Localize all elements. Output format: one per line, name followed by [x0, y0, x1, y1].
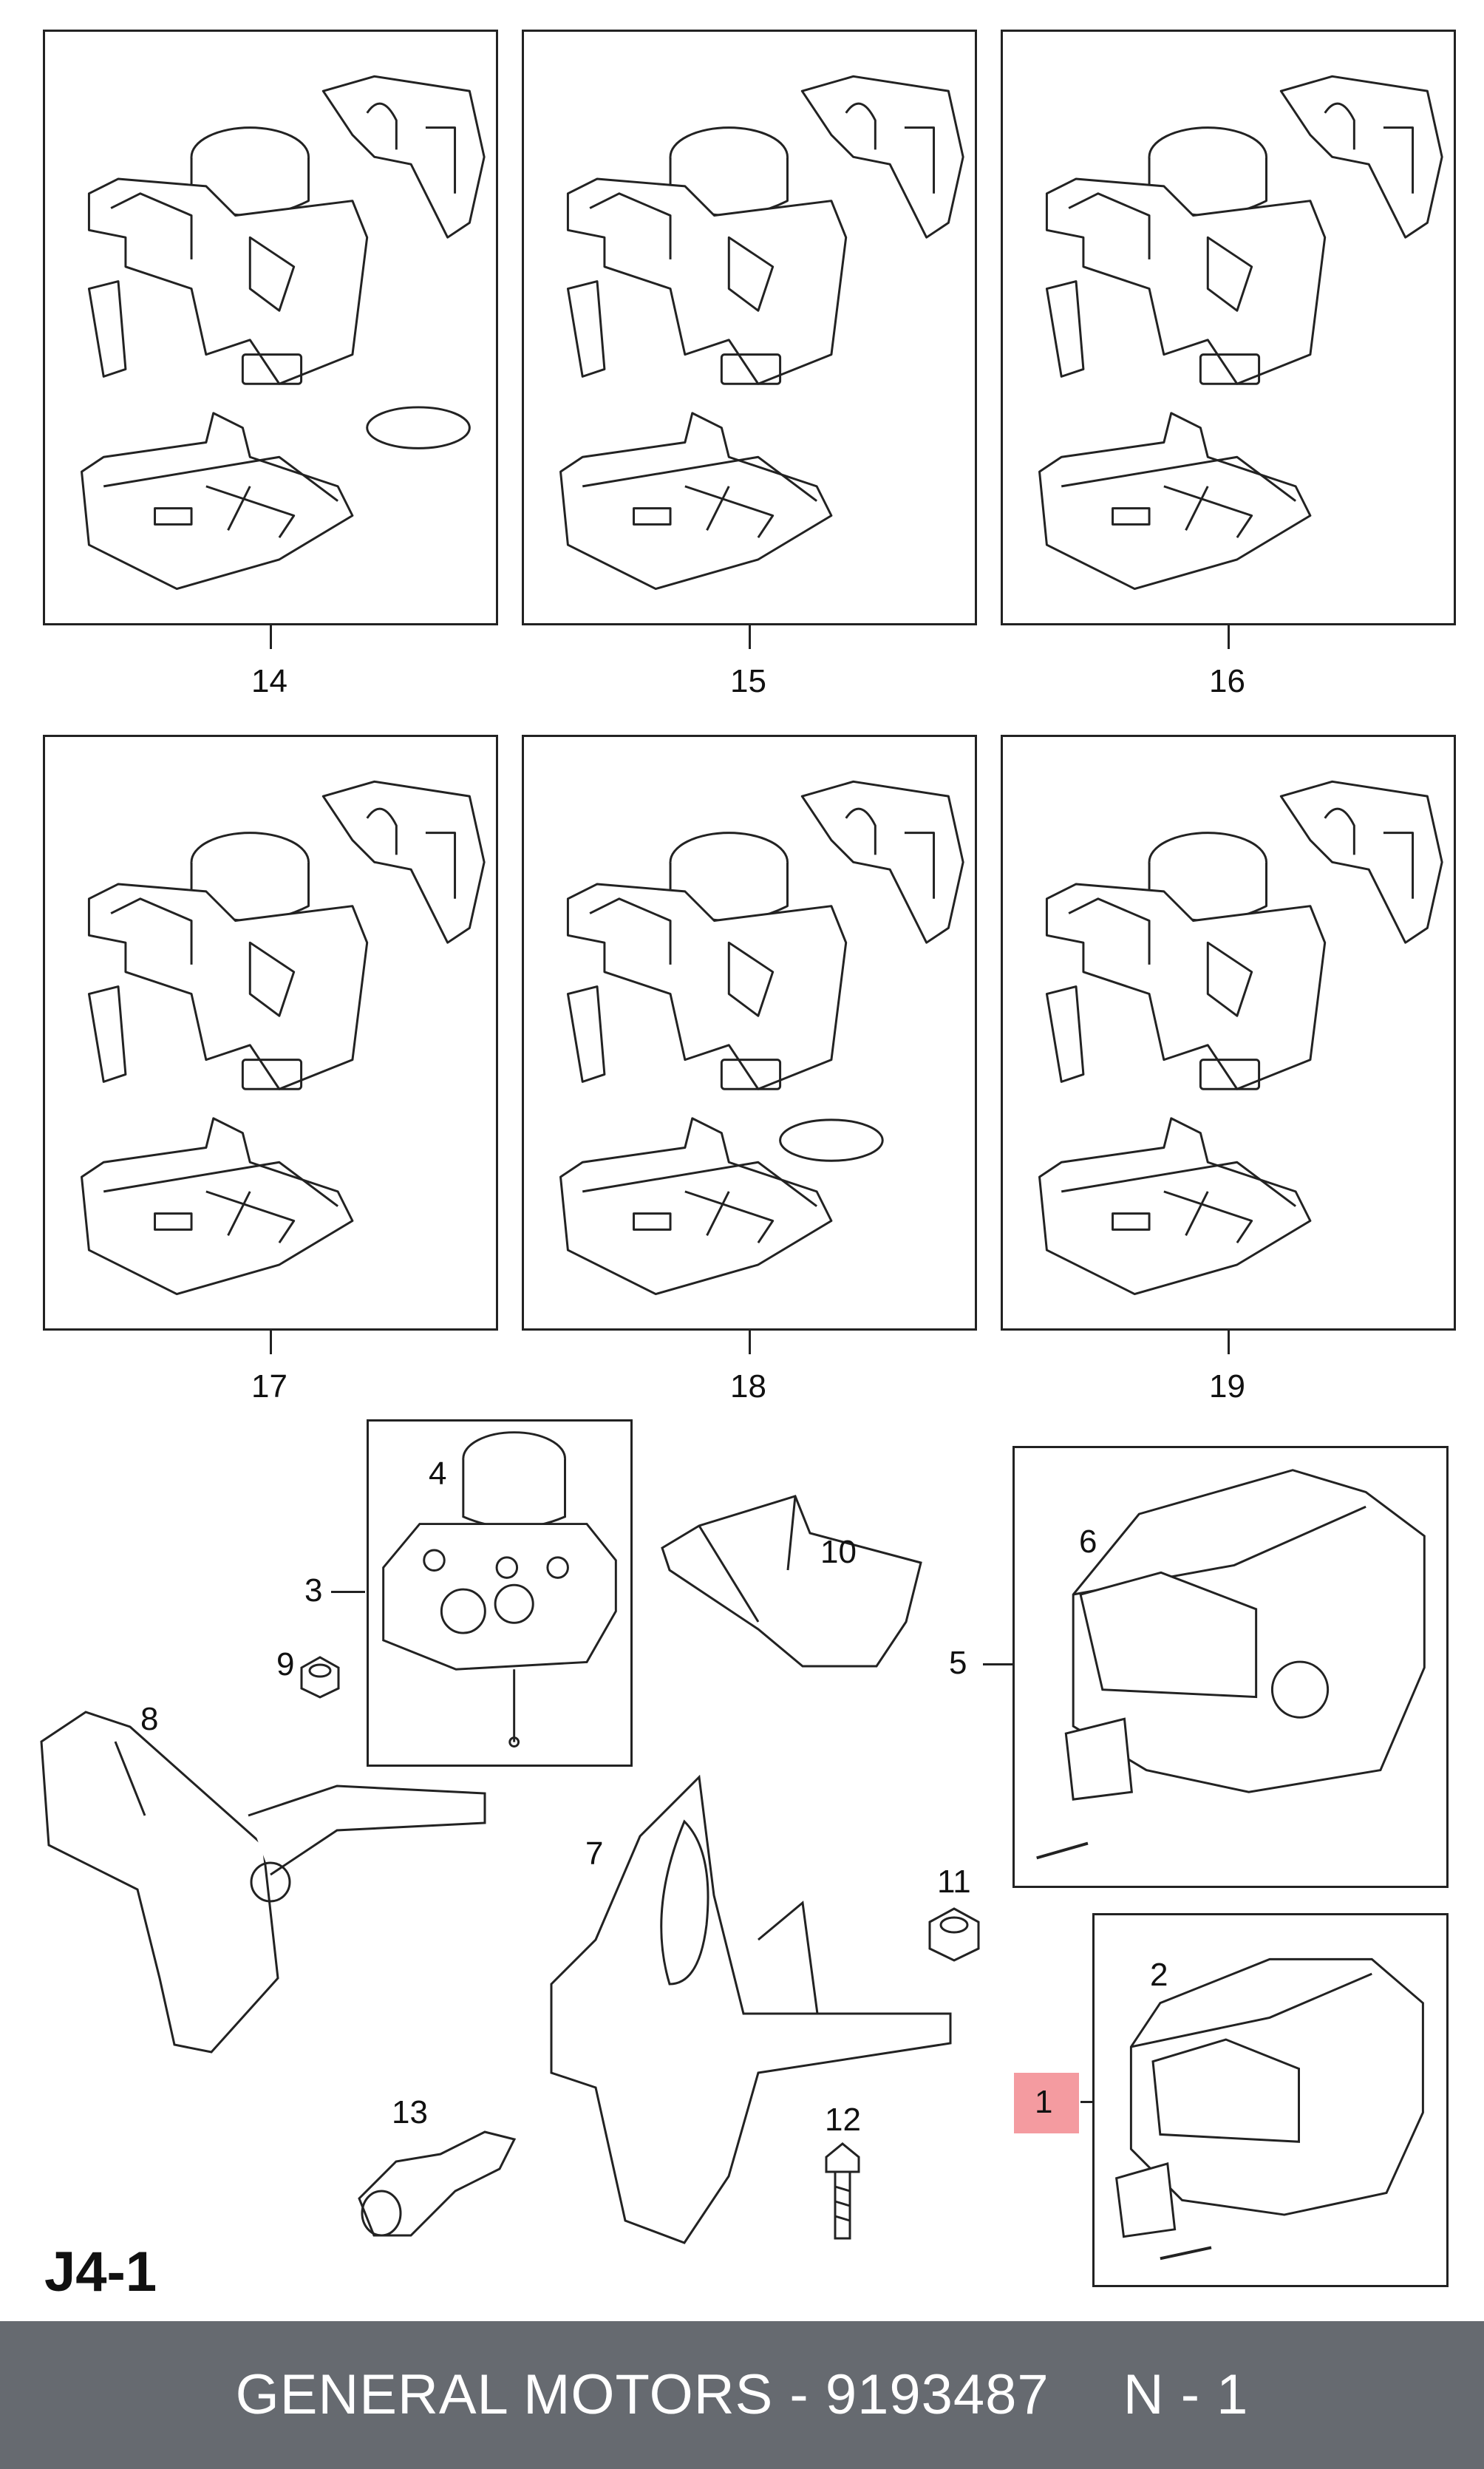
footer-text: GENERAL MOTORS - 9193487 N - 1 [0, 2321, 1484, 2469]
callout-10: 10 [820, 1534, 857, 1570]
callout-6: 6 [1079, 1524, 1097, 1560]
control-unit-box [1012, 1446, 1449, 1888]
nut-9-drawing [294, 1653, 346, 1702]
callout-9: 9 [276, 1646, 295, 1682]
bracket-7-drawing [537, 1762, 961, 2253]
footer-bar: GENERAL MOTORS - 9193487 N - 1 [0, 2321, 1484, 2469]
abs-assembly-drawing [1038, 780, 1443, 1296]
panel-label-15: 15 [730, 663, 766, 699]
panel-label-18: 18 [730, 1368, 766, 1405]
panel-label-14: 14 [251, 663, 287, 699]
callout-4: 4 [429, 1456, 447, 1492]
diagram-panel-17 [43, 735, 498, 1331]
sensor-13-drawing [352, 2110, 522, 2243]
abs-assembly-drawing [559, 780, 964, 1296]
bracket-10-drawing [655, 1481, 936, 1682]
callout-8: 8 [140, 1701, 159, 1737]
diagram-panel-15 [522, 30, 977, 625]
callout-7: 7 [585, 1835, 604, 1872]
quantity-label: N - 1 [1123, 2363, 1249, 2426]
panel-label-19: 19 [1209, 1368, 1245, 1405]
nut-11-drawing [921, 1903, 987, 1966]
abs-assembly-drawing [1038, 75, 1443, 591]
abs-unit-drawing [1114, 1957, 1424, 2261]
part-highlight [1014, 2073, 1079, 2133]
bolt-12-drawing [819, 2135, 866, 2241]
abs-assembly-drawing [81, 780, 486, 1296]
callout-5: 5 [949, 1645, 967, 1681]
diagram-panel-19 [1001, 735, 1456, 1331]
diagram-panel-14 [43, 30, 498, 625]
diagram-panel-18 [522, 735, 977, 1331]
abs-assembly-drawing [559, 75, 964, 591]
callout-1: 1 [1035, 2084, 1053, 2120]
diagram-panel-16 [1001, 30, 1456, 625]
callout-11: 11 [937, 1864, 971, 1900]
modulator-drawing [382, 1431, 617, 1748]
control-unit-drawing [1036, 1469, 1426, 1860]
callout-2: 2 [1150, 1957, 1168, 1993]
part-number-label: GENERAL MOTORS - 9193487 [235, 2363, 1049, 2426]
callout-12: 12 [825, 2102, 861, 2138]
callout-13: 13 [392, 2094, 428, 2130]
abs-assembly-drawing [81, 75, 486, 591]
panel-label-16: 16 [1209, 663, 1245, 699]
callout-3: 3 [304, 1572, 323, 1609]
panel-label-17: 17 [251, 1368, 287, 1405]
modulator-box [367, 1419, 633, 1767]
highlighted-part-box [1092, 1913, 1449, 2287]
bracket-8-drawing [27, 1697, 492, 2057]
page-reference: J4-1 [44, 2241, 157, 2303]
